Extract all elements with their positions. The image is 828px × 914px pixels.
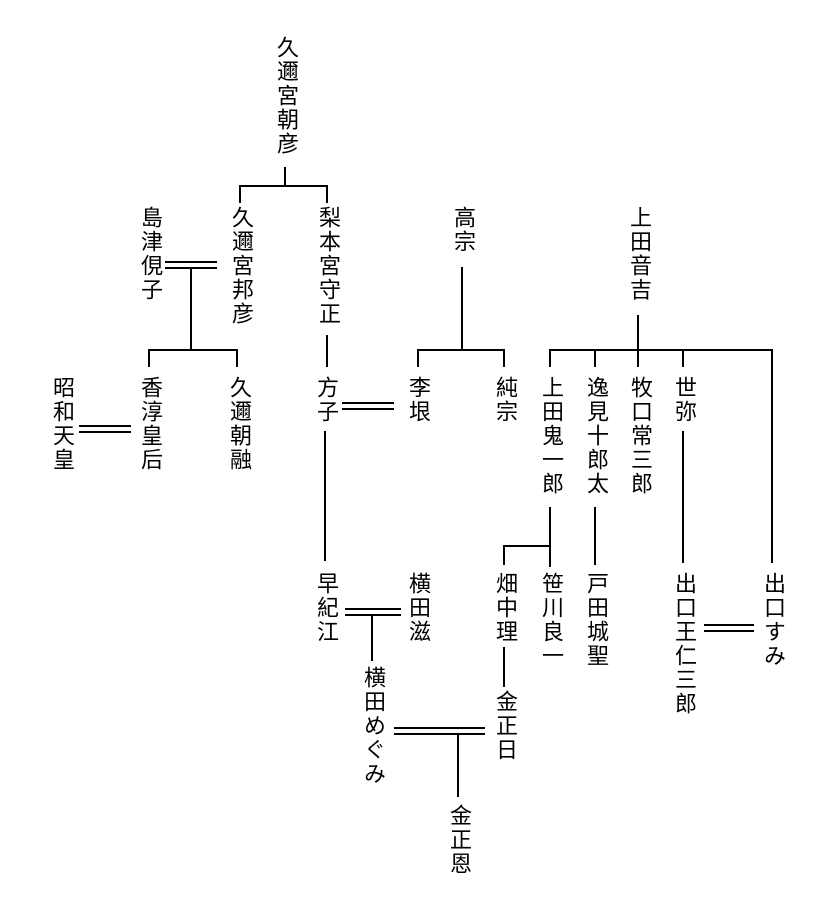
person-toda-josei: 戸田城聖 [583,572,608,668]
person-sasagawa-ryoichi: 笹川良一 [538,572,563,668]
person-showa-tenno: 昭和天皇 [49,376,74,472]
person-kojun-kogo: 香淳皇后 [137,376,162,472]
person-itsumi-jurota: 逸見十郎太 [583,376,608,496]
person-hata-nakari: 畑中理 [492,572,517,644]
person-kuni-asaakira: 久邇朝融 [226,376,251,472]
person-ueda-otokichi: 上田音吉 [626,206,651,302]
person-kuninomiya-kunihiko: 久邇宮邦彦 [228,206,253,326]
person-kim-jong-il: 金正日 [492,690,517,762]
person-sunjong: 純宗 [492,376,517,424]
person-deguchi-sumi: 出口すみ [760,572,785,668]
person-shimazu-chikako: 島津俔子 [137,206,162,302]
person-makiguchi-tsunesaburo: 牧口常三郎 [627,376,652,496]
person-kuninomiya-asahiko: 久邇宮朝彦 [273,36,298,156]
person-kim-jong-un: 金正恩 [446,804,471,876]
person-deguchi-onisaburo: 出口王仁三郎 [671,572,696,716]
person-ueda-kiichiro: 上田鬼一郎 [538,376,563,496]
person-hayaki-e: 早紀江 [313,572,338,644]
person-gojong: 高宗 [450,206,475,254]
person-masako: 方子 [313,376,338,424]
person-nashimotonomiya-morimasa: 梨本宮守正 [315,206,340,326]
person-yokota-megumi: 横田めぐみ [360,666,385,786]
person-zeami: 世弥 [671,376,696,424]
person-yi-un: 李垠 [405,376,430,424]
person-yokota-shigeru: 横田滋 [405,572,430,644]
